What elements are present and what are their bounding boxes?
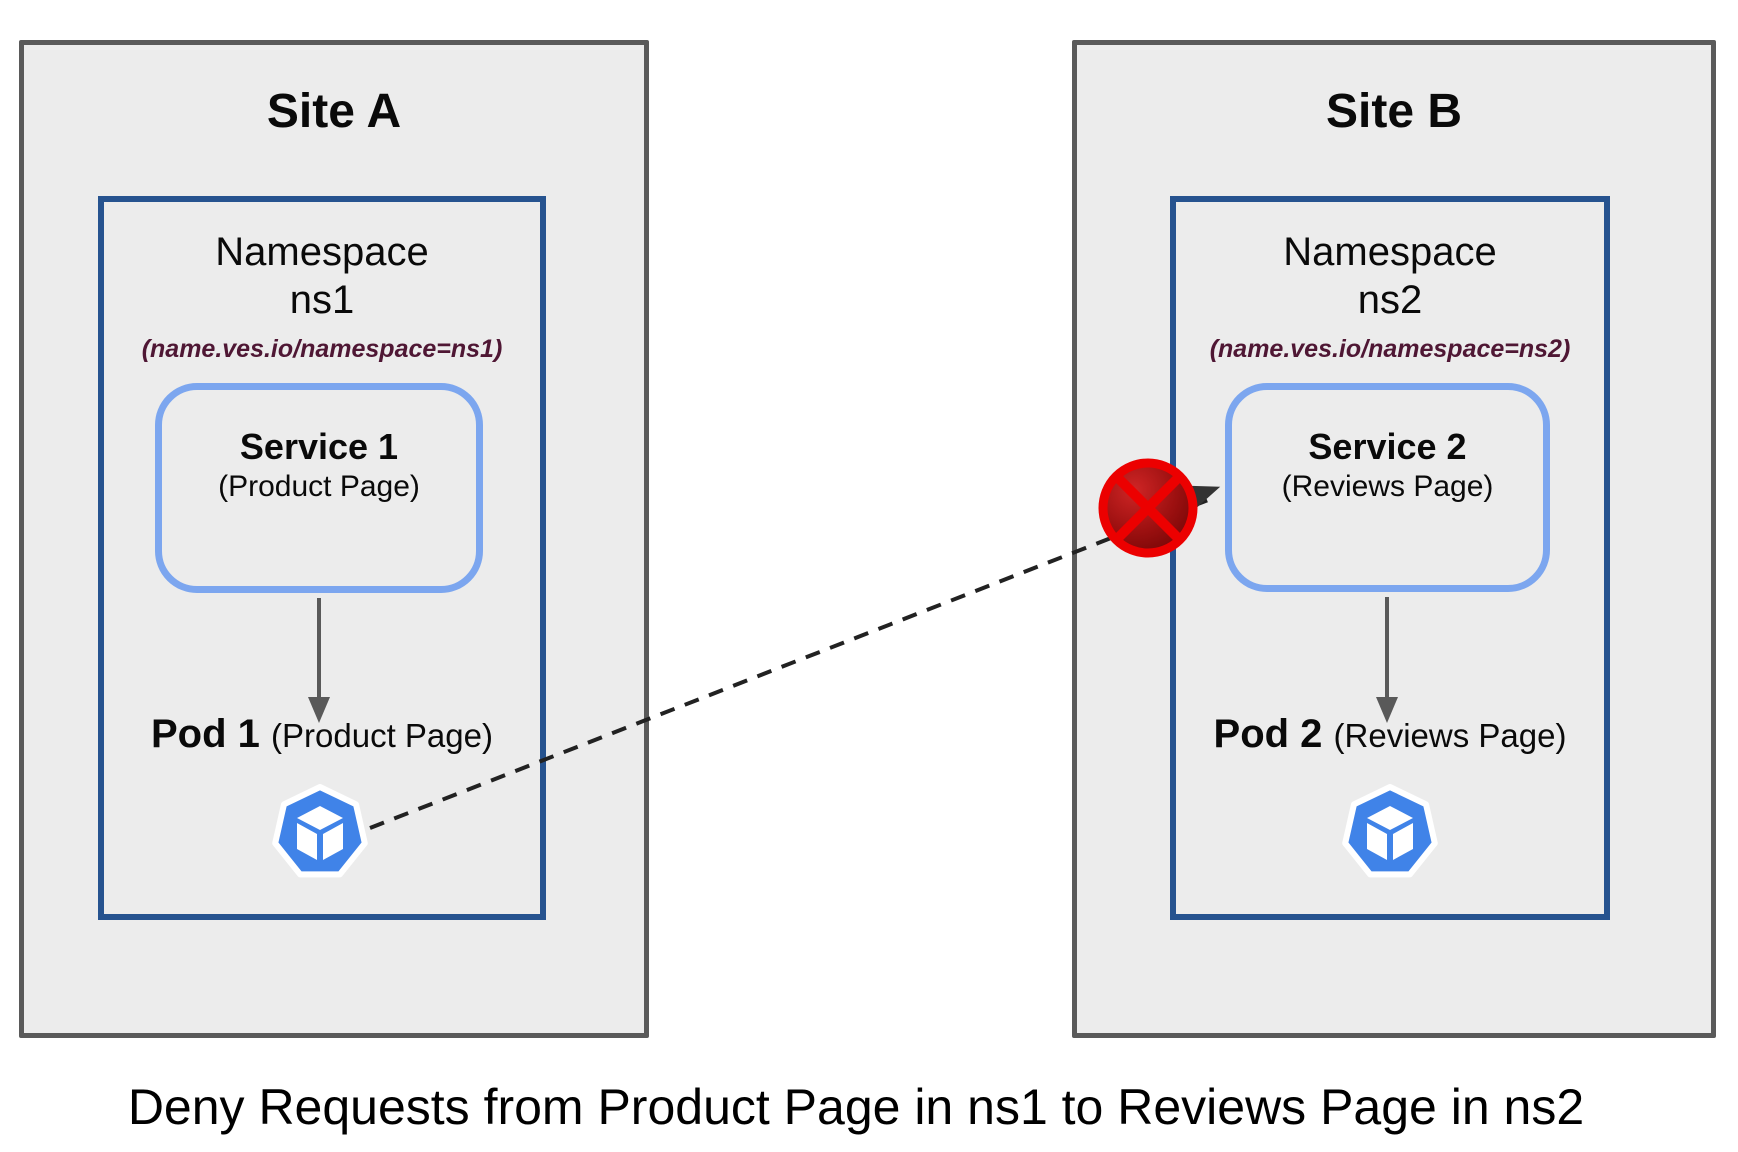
- site-a-title: Site A: [266, 85, 402, 138]
- pod-2-label: Pod 2 (Reviews Page): [1170, 712, 1610, 757]
- diagram-caption: Deny Requests from Product Page in ns1 t…: [127, 1079, 1585, 1135]
- pod-1-subtitle: (Product Page): [271, 717, 493, 754]
- pod-1-name: Pod 1: [151, 712, 260, 756]
- namespace-ns1-annotation: (name.ves.io/namespace=ns1): [141, 335, 503, 363]
- pod-1-label: Pod 1 (Product Page): [98, 712, 546, 757]
- namespace-ns1-word: Namespace: [215, 230, 429, 274]
- service-1-subtitle: (Product Page): [218, 470, 420, 503]
- site-b-title: Site B: [1325, 85, 1463, 138]
- namespace-ns1-label: Namespace ns1 (name.ves.io/namespace=ns1…: [98, 228, 546, 364]
- service-1-box: Service 1 (Product Page): [155, 383, 483, 593]
- namespace-ns2-label: Namespace ns2 (name.ves.io/namespace=ns2…: [1170, 228, 1610, 364]
- service-2-box: Service 2 (Reviews Page): [1225, 383, 1550, 592]
- service-2-subtitle: (Reviews Page): [1281, 470, 1494, 503]
- service-1-title: Service 1: [239, 426, 399, 467]
- pod-2-subtitle: (Reviews Page): [1333, 717, 1567, 754]
- namespace-ns2-word: Namespace: [1283, 230, 1497, 274]
- namespace-ns2-annotation: (name.ves.io/namespace=ns2): [1209, 335, 1571, 363]
- service-2-title: Service 2: [1308, 426, 1467, 467]
- pod-2-name: Pod 2: [1213, 712, 1323, 756]
- namespace-ns1-id: ns1: [289, 278, 355, 322]
- namespace-ns2-id: ns2: [1357, 278, 1423, 322]
